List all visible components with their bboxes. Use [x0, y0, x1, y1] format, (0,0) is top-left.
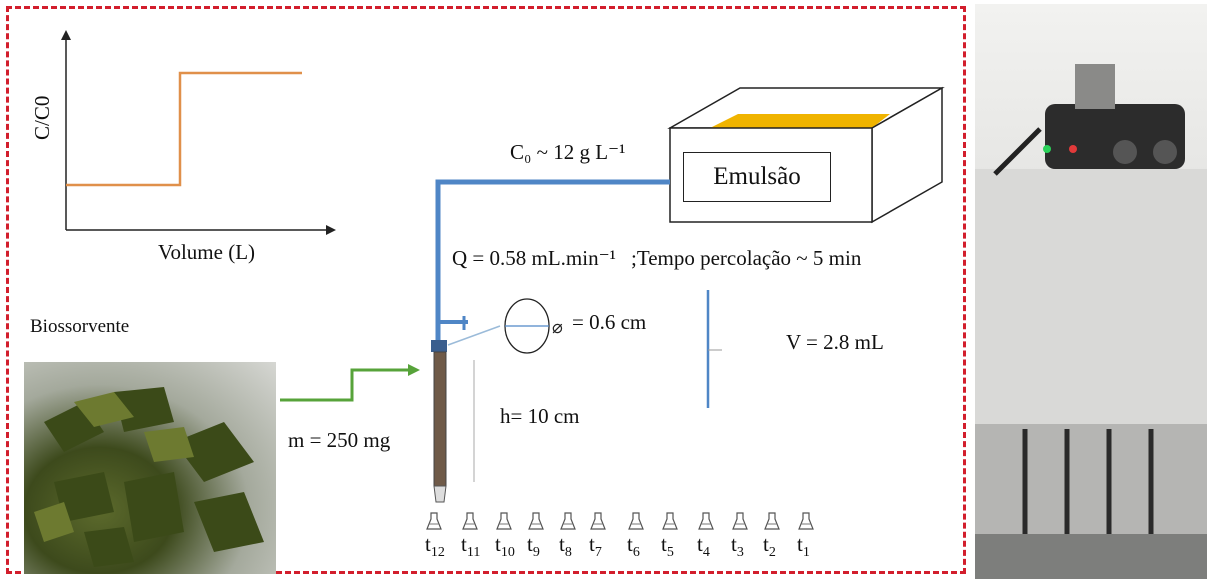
sample-flask-icon	[462, 512, 478, 530]
concentration-label: C₀ ~ 12 g L⁻¹	[510, 140, 626, 164]
sample-time-index: 4	[702, 545, 710, 561]
sample-time-label: t10	[495, 532, 515, 561]
diameter-icon: ⌀	[552, 317, 563, 338]
sample-time-letter: t	[797, 532, 803, 556]
sample-time-index: 6	[632, 545, 640, 561]
sample-time-index: 11	[466, 545, 481, 561]
sample-time-letter: t	[763, 532, 769, 556]
height-label: h= 10 cm	[500, 404, 580, 428]
sample-time-letter: t	[461, 532, 467, 556]
volume-label: V = 2.8 mL	[786, 330, 884, 354]
sample-flask-icon	[528, 512, 544, 530]
sample-time-letter: t	[559, 532, 565, 556]
sample-flask-icon	[560, 512, 576, 530]
flow-rate-label: Q = 0.58 mL.min⁻¹	[452, 246, 616, 270]
sample-time-letter: t	[697, 532, 703, 556]
biosorbent-photo	[24, 362, 276, 574]
sample-time-index: 7	[594, 545, 602, 561]
reservoir-label: Emulsão	[683, 152, 831, 202]
sample-time-letter: t	[627, 532, 633, 556]
diameter-label: = 0.6 cm	[572, 310, 647, 334]
diagram-frame	[6, 6, 966, 574]
feed-tube	[435, 179, 670, 340]
emulsion-fluid	[710, 114, 890, 128]
sample-flask-icon	[798, 512, 814, 530]
sample-flask-icon	[628, 512, 644, 530]
percolation-time-label: ;Tempo percolação ~ 5 min	[631, 246, 862, 270]
flow-schematic: ⌀	[280, 179, 722, 503]
sample-time-label: t6	[627, 532, 640, 561]
sample-time-index: 3	[736, 545, 744, 561]
column-cap	[431, 340, 447, 352]
mass-label: m = 250 mg	[288, 428, 391, 452]
sample-time-label: t1	[797, 532, 810, 561]
sample-time-label: t2	[763, 532, 776, 561]
sample-time-letter: t	[425, 532, 431, 556]
feed-arrow-head-icon	[408, 364, 420, 376]
sample-time-label: t5	[661, 532, 674, 561]
sample-flask-icon	[426, 512, 442, 530]
sample-time-index: 12	[430, 545, 445, 561]
sample-time-index: 1	[802, 545, 810, 561]
sample-time-label: t3	[731, 532, 744, 561]
sample-time-label: t9	[527, 532, 540, 561]
apparatus-photo	[975, 4, 1207, 579]
sample-flask-icon	[732, 512, 748, 530]
breakthrough-graph	[61, 30, 336, 235]
sample-time-label: t11	[461, 532, 480, 561]
sample-time-index: 10	[500, 545, 515, 561]
sample-time-letter: t	[527, 532, 533, 556]
sample-time-letter: t	[495, 532, 501, 556]
sample-time-index: 9	[532, 545, 540, 561]
column-tip	[433, 485, 447, 503]
sample-time-index: 8	[564, 545, 572, 561]
sample-flask-icon	[662, 512, 678, 530]
graph-x-label: Volume (L)	[158, 240, 256, 264]
sample-flask-icon	[698, 512, 714, 530]
sample-time-label: t8	[559, 532, 572, 561]
sample-time-letter: t	[661, 532, 667, 556]
sample-time-label: t7	[589, 532, 602, 561]
feed-arrow	[280, 368, 410, 402]
x-axis-arrow-icon	[326, 225, 336, 235]
sample-time-index: 5	[666, 545, 674, 561]
sample-time-label: t4	[697, 532, 710, 561]
y-axis-arrow-icon	[61, 30, 71, 40]
sample-time-letter: t	[731, 532, 737, 556]
packed-column	[433, 351, 447, 487]
sample-flask-icon	[590, 512, 606, 530]
sample-time-index: 2	[768, 545, 776, 561]
sample-time-label: t12	[425, 532, 445, 561]
breakthrough-curve	[66, 71, 302, 187]
sample-flask-icon	[496, 512, 512, 530]
biosorbent-label: Biossorvente	[30, 316, 130, 337]
sample-flask-icon	[764, 512, 780, 530]
sample-time-letter: t	[589, 532, 595, 556]
reservoir-box	[667, 86, 945, 224]
